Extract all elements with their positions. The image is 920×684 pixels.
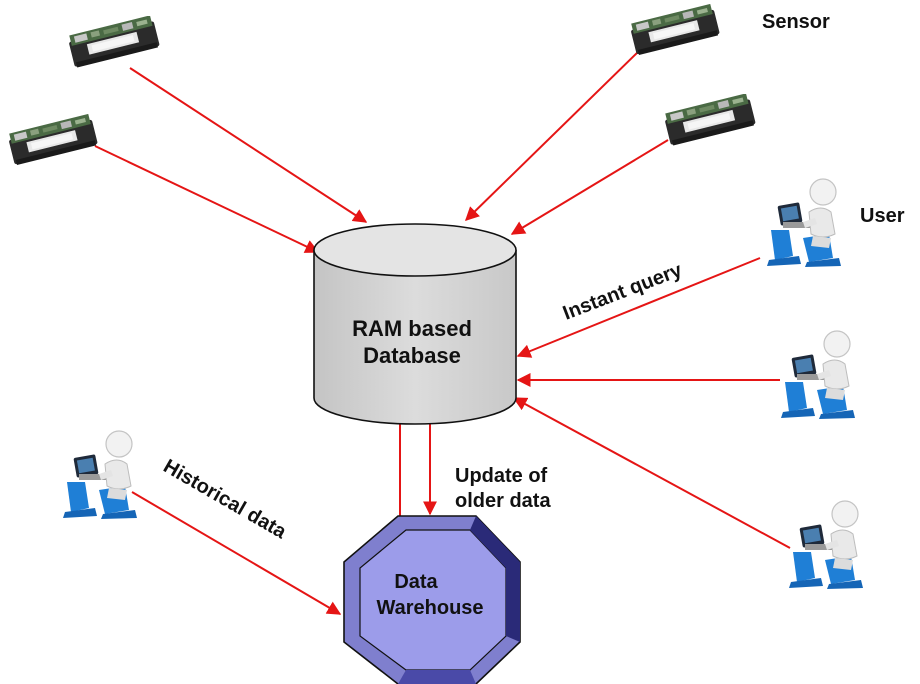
update-label-line1: Update of — [455, 465, 548, 487]
arrow-sensor-2-to-database — [94, 145, 320, 253]
ram-database-cylinder: RAM based Database — [313, 223, 517, 425]
historical-data-label: Historical data — [160, 455, 291, 543]
arrow-sensor-3-to-database — [464, 49, 641, 221]
sensor-board-icon — [629, 4, 721, 56]
update-label-line2: older data — [455, 490, 551, 512]
warehouse-label-line1: Data — [394, 571, 438, 593]
arrow-historical-user-to-warehouse — [131, 491, 342, 615]
database-label-line1: RAM based — [352, 316, 472, 341]
sensor-board-icon — [7, 114, 99, 166]
sensor-board-icon — [67, 16, 161, 69]
arrow-sensor-1-to-database — [129, 67, 368, 223]
user-at-laptop-icon — [780, 330, 856, 420]
arrow-group — [94, 49, 791, 615]
sensor-board-icon — [663, 94, 757, 147]
user-label: User — [860, 205, 905, 227]
sensor-label: Sensor — [762, 11, 830, 33]
arrow-user-1-to-database — [516, 257, 761, 358]
arrow-user-3-to-database — [512, 397, 791, 549]
warehouse-label-line2: Warehouse — [376, 597, 483, 619]
user-at-laptop-icon — [766, 178, 842, 268]
database-label-line2: Database — [363, 343, 461, 368]
instant-query-label: Instant query — [560, 259, 686, 325]
data-warehouse-octagon: Data Warehouse — [343, 515, 521, 684]
arrow-sensor-4-to-database — [510, 139, 669, 235]
user-at-laptop-icon — [788, 500, 864, 590]
user-at-laptop-icon — [62, 430, 138, 520]
